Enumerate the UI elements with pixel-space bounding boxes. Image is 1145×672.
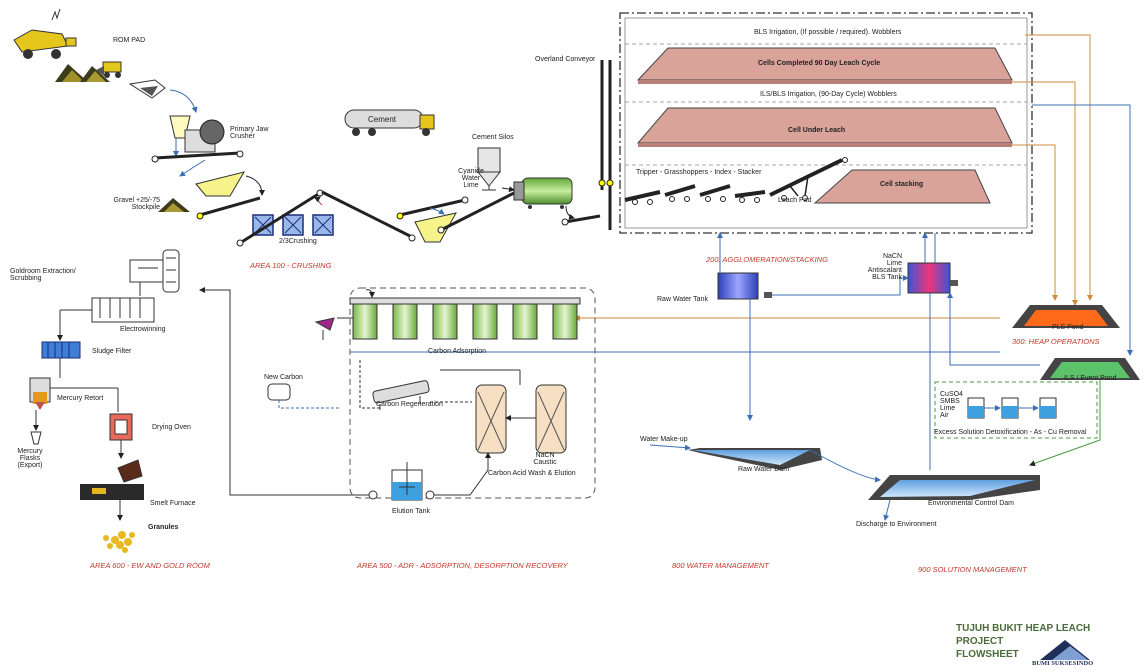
- label-sludge-filter: Sludge Filter: [92, 348, 132, 355]
- logo-text: BUMI SUKSESINDO: [1032, 660, 1094, 667]
- pond-piping: [350, 34, 1133, 470]
- label-carbon-regeneration: Carbon Regeneration: [376, 401, 443, 408]
- smelt-crucible: [117, 459, 143, 483]
- label-area-200: 200: AGGLOMERATION/STACKING: [706, 255, 828, 264]
- heap-stacking: [813, 169, 991, 204]
- overland-conveyor: [598, 60, 614, 230]
- sludge-filter: [41, 341, 81, 359]
- label-water-makeup: Water Make-up: [640, 436, 688, 443]
- label-carbon-adsorption: Carbon Adsorption: [428, 348, 486, 355]
- haul-truck-icon: [13, 8, 77, 59]
- label-ils-event-pond: ILS / Event Pond: [1064, 375, 1117, 382]
- loader-icon: [96, 61, 122, 78]
- label-area-800: 800 WATER MANAGEMENT: [672, 561, 769, 570]
- elution-column: [535, 384, 567, 454]
- project-title-block: TUJUH BUKIT HEAP LEACH PROJECT FLOWSHEET: [956, 622, 1090, 661]
- detox-unit: [934, 380, 1101, 467]
- label-area-100: AREA 100 - CRUSHING: [250, 261, 332, 270]
- gold-granules-icon: [103, 531, 135, 553]
- label-discharge: Discharge to Environment: [856, 521, 937, 528]
- cement-truck-icon: [344, 109, 435, 136]
- label-cement: Cement: [368, 115, 397, 124]
- label-leach-pad: Leach Pad: [778, 197, 812, 204]
- label-elution-tank: Elution Tank: [392, 508, 431, 515]
- mercury-retort: [29, 377, 51, 410]
- bls-tank: [907, 262, 951, 294]
- label-raw-water-dam: Raw Water Dam: [738, 466, 790, 473]
- label-goldroom-extraction: Goldroom Extraction/ Scrubbing: [10, 268, 76, 282]
- label-rom-pad: ROM PAD: [113, 37, 146, 44]
- label-detox-reagents: CuSO4 SMBS Lime Air: [940, 391, 963, 419]
- heap-under-leach: [636, 107, 1013, 144]
- label-crushing: 2/3Crushing: [279, 238, 317, 245]
- scrubber-column: [162, 249, 180, 293]
- jaw-crusher-icon: [199, 119, 225, 145]
- screen: [195, 171, 246, 197]
- label-drying-oven: Drying Oven: [152, 424, 191, 431]
- smelt-furnace: [80, 484, 144, 500]
- adr-area: [199, 287, 596, 501]
- label-overland-conveyor: Overland Conveyor: [535, 56, 596, 63]
- label-granules: Granules: [148, 524, 179, 531]
- title-line-1: TUJUH BUKIT HEAP LEACH: [956, 623, 1091, 634]
- label-mercury-retort: Mercury Retort: [57, 395, 104, 402]
- company-logo: [1040, 640, 1090, 660]
- label-new-carbon: New Carbon: [264, 374, 303, 381]
- reagent-tanks: [717, 232, 958, 300]
- label-raw-water-tank: Raw Water Tank: [657, 296, 708, 303]
- ponds: [1012, 305, 1140, 380]
- crushing-area: [13, 8, 601, 247]
- label-tripper: Tripper - Grasshoppers - Index - Stacker: [636, 169, 762, 176]
- label-gravel-stockpile: Gravel +25/-75 Stockpile: [113, 197, 161, 211]
- label-env-control-dam: Environmental Control Dam: [928, 500, 1014, 507]
- gold-room: [29, 249, 180, 553]
- title-line-3: FLOWSHEET: [956, 649, 1019, 660]
- heap-leach-area: [619, 12, 1033, 234]
- label-smelt-furnace: Smelt Furnace: [150, 500, 196, 507]
- label-pls-pond: PLS Pond: [1052, 324, 1084, 331]
- label-cyanide-water-lime: Cyanide Water Lime: [458, 168, 484, 189]
- label-primary-jaw-crusher: Primary Jaw Crusher: [230, 126, 269, 140]
- label-cement-silos: Cement Silos: [472, 134, 514, 141]
- label-cell-under-leach: Cell Under Leach: [788, 127, 846, 134]
- electrowinning-cell: [91, 297, 155, 323]
- new-carbon-bin: [267, 383, 291, 401]
- title-line-2: PROJECT: [956, 636, 1004, 647]
- acid-wash-column: [475, 384, 507, 454]
- label-area-300: 300: HEAP OPERATIONS: [1012, 337, 1100, 346]
- mercury-flask-icon: [30, 431, 42, 445]
- label-ils-bls-irrigation: ILS/BLS Irrigation, (90-Day Cycle) Wobbl…: [760, 91, 897, 98]
- label-bls-irrigation: BLS Irrigation, (If possible / required)…: [754, 29, 902, 36]
- label-mercury-flasks: Mercury Flasks (Export): [17, 448, 43, 469]
- regeneration-kiln: [372, 380, 430, 410]
- label-electrowinning: Electrowinning: [120, 326, 166, 333]
- label-area-900: 900 SOLUTION MANAGEMENT: [918, 565, 1027, 574]
- label-cells-completed: Cells Completed 90 Day Leach Cycle: [758, 60, 881, 67]
- label-area-600: AREA 600 - EW AND GOLD ROOM: [90, 561, 210, 570]
- water-dams: [649, 444, 1040, 521]
- label-excess-solution: Excess Solution Detoxification - As - Cu…: [934, 429, 1087, 436]
- raw-water-tank: [717, 272, 759, 300]
- label-cell-stacking: Cell stacking: [880, 181, 924, 188]
- label-naoh-caustic: NaCN Caustic: [533, 452, 557, 466]
- cone-crushers: [252, 214, 334, 236]
- cement-silo-icon: [476, 147, 502, 191]
- agglomeration-drum: [513, 177, 573, 209]
- label-reagents: NaCN Lime Antiscalant BLS Tank: [867, 253, 902, 281]
- label-carbon-acid-wash: Carbon Acid Wash & Elution: [488, 470, 576, 477]
- scrubber: [129, 259, 167, 283]
- label-area-500: AREA 500 - ADR - ADSORPTION, DESORPTION …: [357, 561, 568, 570]
- elution-tank: [368, 462, 435, 501]
- feed-screen: [414, 212, 457, 243]
